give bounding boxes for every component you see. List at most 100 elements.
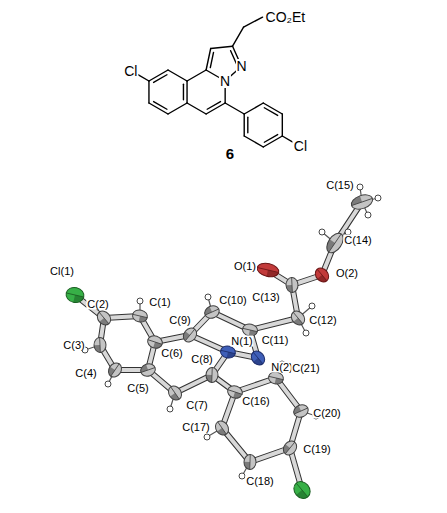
ellipsoid-octant (99, 318, 108, 328)
atom-label: C(20) (312, 408, 342, 419)
atom-label: C(4) (74, 368, 97, 379)
double-bond-line (154, 75, 167, 83)
ellipsoid-octant (281, 444, 290, 454)
atom-label: C(3) (62, 340, 85, 351)
ellipsoid-body (131, 308, 148, 323)
bond-line (233, 27, 244, 46)
bond-line (138, 74, 149, 81)
ellipsoid-axis (243, 328, 258, 331)
ellipsoid-axis (296, 483, 308, 497)
atom-ellipsoid (219, 344, 236, 359)
hydrogen-atom (239, 473, 245, 479)
ellipsoid-axis (148, 340, 162, 345)
ellipsoid-body (281, 438, 300, 457)
hydrogen-atom (375, 195, 381, 201)
bond-line (244, 136, 263, 147)
ellipsoid-body (219, 344, 236, 359)
atom-label: C(7) (185, 400, 208, 411)
ellipsoid-octant (293, 318, 302, 328)
bond-line (225, 103, 244, 114)
ellipsoid-axis (317, 269, 327, 280)
atom-ellipsoid (267, 370, 284, 385)
ellipsoid-body (267, 370, 284, 385)
atom-ellipsoid (349, 192, 374, 211)
bond-line (282, 114, 283, 136)
atom-label: C(15) (325, 180, 355, 191)
hydrogen-atom (303, 330, 309, 336)
ellipsoid-axis (221, 350, 236, 353)
atom-label: C(9) (168, 315, 191, 326)
atom-ellipsoid (281, 438, 300, 457)
ellipsoid-axis (257, 268, 278, 273)
bond-line (187, 103, 206, 114)
double-bond-line (264, 108, 277, 116)
ellipsoid-body (292, 402, 311, 419)
atom-ellipsoid (166, 383, 184, 402)
atom-label: C(16) (241, 396, 271, 407)
ellipsoid-axis (293, 312, 303, 323)
atom-ellipsoid (94, 337, 107, 353)
ellipsoid-axis (285, 442, 294, 454)
ellipsoid-body (249, 348, 268, 367)
hydrogen-atom (205, 294, 211, 300)
atom-ellipsoid (292, 402, 311, 419)
chem-label: CO₂Et (265, 10, 307, 24)
ellipsoid-axis (141, 368, 155, 373)
atom-label: C(11) (261, 335, 290, 346)
ellipsoid-body (203, 303, 222, 320)
atom-ellipsoid (139, 362, 157, 378)
atom-label: C(18) (245, 476, 275, 487)
hydrogen-atom (105, 381, 111, 387)
atom-ellipsoid (213, 418, 231, 437)
ellipsoid-body (290, 478, 313, 501)
hydrogen-atom (319, 229, 325, 235)
atom-ellipsoid (289, 308, 308, 327)
double-bond-line (264, 135, 277, 143)
ellipsoid-body (256, 261, 280, 279)
ellipsoid-body (95, 308, 114, 327)
ellipsoid-axis (253, 352, 263, 363)
atom-label: C(10) (218, 295, 248, 306)
atom-ellipsoid (106, 360, 124, 379)
ellipsoid-axis (211, 368, 213, 383)
atom-ellipsoid (65, 286, 86, 305)
ellipsoid-body (94, 337, 107, 353)
double-bond-line (247, 117, 248, 132)
atom-label: N(1) (230, 336, 253, 347)
ellipsoid-octant (244, 462, 250, 470)
ellipsoid-octant (181, 331, 190, 341)
atom-label: O(2) (335, 268, 359, 279)
ellipsoid-body (289, 308, 308, 327)
ellipsoid-axis (66, 293, 84, 297)
double-bond-line (154, 102, 167, 110)
bond-line (186, 81, 187, 103)
ellipsoid-body (349, 192, 374, 211)
ellipsoid-body (213, 418, 231, 437)
ellipsoid-octant (253, 358, 262, 368)
atom-label: C(2) (86, 299, 109, 310)
ellipsoid-axis (133, 314, 148, 317)
bond-line (168, 103, 187, 114)
double-bond-line (210, 52, 213, 67)
atom-ellipsoid (313, 265, 332, 284)
atom-ellipsoid (286, 277, 299, 293)
bond-line (244, 17, 263, 27)
bond-line (148, 81, 149, 103)
ellipsoid-axis (294, 408, 308, 414)
double-bond-line (183, 84, 184, 99)
bond-line (244, 114, 245, 136)
atom-label: C(8) (190, 354, 213, 365)
ellipsoid-body (181, 325, 200, 344)
ellipsoid-axis (352, 198, 373, 205)
atom-label: C(12) (308, 315, 338, 326)
ellipsoid-body (313, 265, 332, 284)
ellipsoid-axis (99, 338, 101, 353)
ellipsoid-body (166, 383, 184, 402)
bond-line (282, 136, 292, 142)
chem-label: N (219, 74, 231, 88)
ellipsoid-axis (249, 455, 251, 470)
ellipsoid-axis (205, 309, 219, 315)
ellipsoid-axis (269, 376, 284, 379)
chem-label: Cl (293, 139, 308, 153)
